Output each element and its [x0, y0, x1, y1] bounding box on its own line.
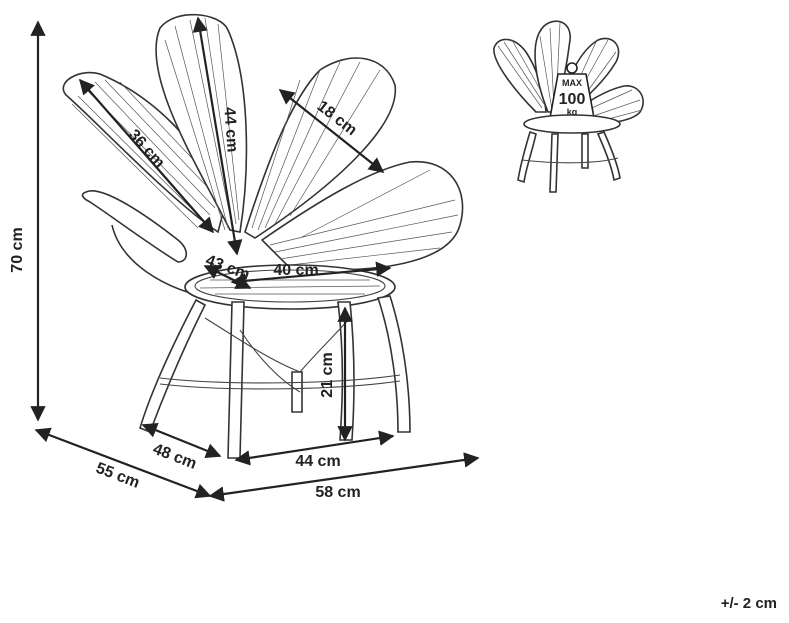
- label-petal-center: 44 cm: [220, 106, 240, 152]
- weight-badge-value: 100: [559, 91, 586, 108]
- tolerance-note: +/- 2 cm: [721, 595, 777, 612]
- weight-badge: MAX 100 kg: [549, 62, 595, 119]
- label-depth: 55 cm: [93, 460, 141, 492]
- label-height: 70 cm: [9, 227, 26, 272]
- chair-illustration: [62, 13, 464, 459]
- legs: [139, 295, 411, 459]
- label-width: 58 cm: [315, 484, 360, 501]
- seat-depth-line: [141, 423, 222, 458]
- weight-badge-top: MAX: [562, 78, 582, 88]
- label-leg-span: 44 cm: [295, 453, 340, 470]
- leg-span-line: [234, 430, 395, 466]
- label-seat-height: 21 cm: [319, 352, 336, 397]
- petal-left-line: [78, 78, 215, 234]
- petal-center-line: [192, 16, 243, 256]
- label-seat-width: 40 cm: [273, 262, 318, 279]
- petal-right-line: [278, 89, 385, 173]
- dimension-lines: [30, 16, 480, 502]
- thumbnail-chair: MAX 100 kg: [493, 20, 644, 193]
- weight-badge-unit: kg: [567, 107, 578, 117]
- depth-line: [34, 427, 212, 499]
- seat-width-line: [230, 261, 392, 289]
- width-line: [208, 452, 480, 502]
